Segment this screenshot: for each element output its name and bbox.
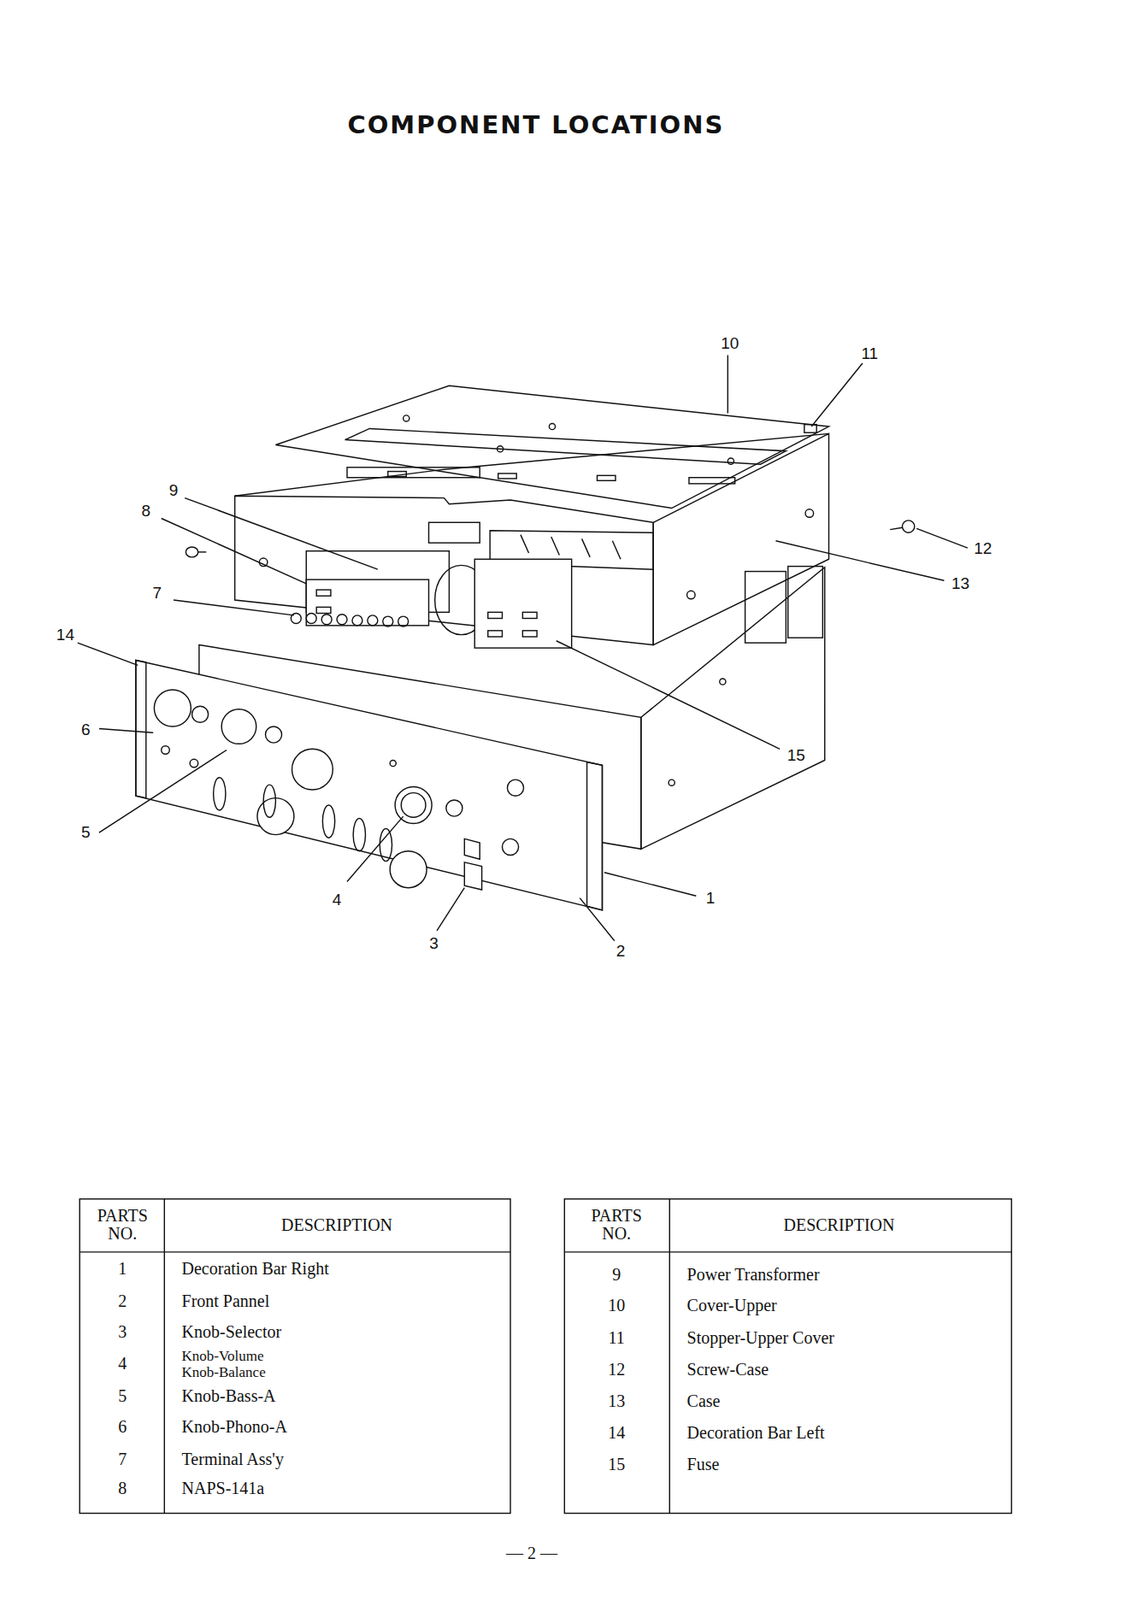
table-cell: 11 [608, 1328, 625, 1349]
table-cell: Power Transformer [687, 1265, 820, 1285]
page-number: — 2 — [506, 1543, 558, 1564]
callout-number: 15 [787, 746, 806, 766]
table-cell: 14 [607, 1423, 625, 1444]
table-cell: Decoration Bar Right [182, 1259, 330, 1279]
table-cell: 15 [607, 1454, 625, 1475]
table-cell: 12 [607, 1360, 625, 1380]
callout-number: 11 [860, 344, 878, 364]
table-cell: 13 [607, 1391, 625, 1412]
callout-number: 9 [169, 481, 179, 501]
table-cell: Knob-Bass-A [182, 1386, 277, 1407]
callout-number: 2 [616, 942, 626, 961]
callout-number: 1 [706, 889, 716, 908]
callout-number: 10 [720, 334, 739, 354]
table-cell: Stopper-Upper Cover [687, 1328, 835, 1349]
callout-number: 12 [973, 539, 992, 559]
table-cell: 7 [117, 1449, 127, 1470]
table-cell: 9 [612, 1265, 621, 1285]
callout-number: 8 [141, 501, 151, 521]
table-cell: Knob-Phono-A [182, 1417, 288, 1438]
table-cell: 2 [117, 1291, 127, 1312]
table-cell: Fuse [687, 1454, 720, 1475]
callout-number: 5 [81, 823, 91, 843]
table-cell: Case [687, 1391, 721, 1412]
table-cell: PARTS NO. [582, 1207, 651, 1243]
table-cell: 6 [117, 1417, 127, 1438]
page-title: COMPONENT LOCATIONS [347, 110, 725, 140]
table-cell: Screw-Case [687, 1360, 770, 1380]
table-cell: 8 [117, 1478, 127, 1498]
table-cell: DESCRIPTION [783, 1214, 895, 1235]
table-cell: PARTS NO. [88, 1207, 157, 1243]
callout-number: 3 [429, 934, 439, 954]
table-cell: 4 [117, 1354, 127, 1374]
callout-number: 6 [81, 720, 91, 740]
table-cell: 3 [117, 1322, 127, 1343]
table-cell: Knob-Selector [182, 1322, 283, 1343]
table-cell: Knob-Volume [182, 1348, 265, 1366]
table-cell: 1 [117, 1259, 127, 1279]
table-cell: Front Pannel [182, 1291, 271, 1312]
table-cell: 10 [607, 1295, 625, 1316]
table-cell: Knob-Balance [182, 1364, 266, 1382]
callout-number: 7 [153, 583, 163, 603]
callout-number: 4 [332, 890, 342, 910]
table-cell: Terminal Ass'y [182, 1449, 284, 1470]
table-cell: NAPS-141a [182, 1478, 266, 1498]
table-cell: DESCRIPTION [281, 1214, 393, 1235]
table-cell: Decoration Bar Left [687, 1423, 825, 1444]
callout-number: 14 [56, 625, 75, 645]
table-cell: 5 [117, 1386, 127, 1407]
table-cell: Cover-Upper [687, 1295, 778, 1316]
callout-number: 13 [951, 574, 970, 594]
